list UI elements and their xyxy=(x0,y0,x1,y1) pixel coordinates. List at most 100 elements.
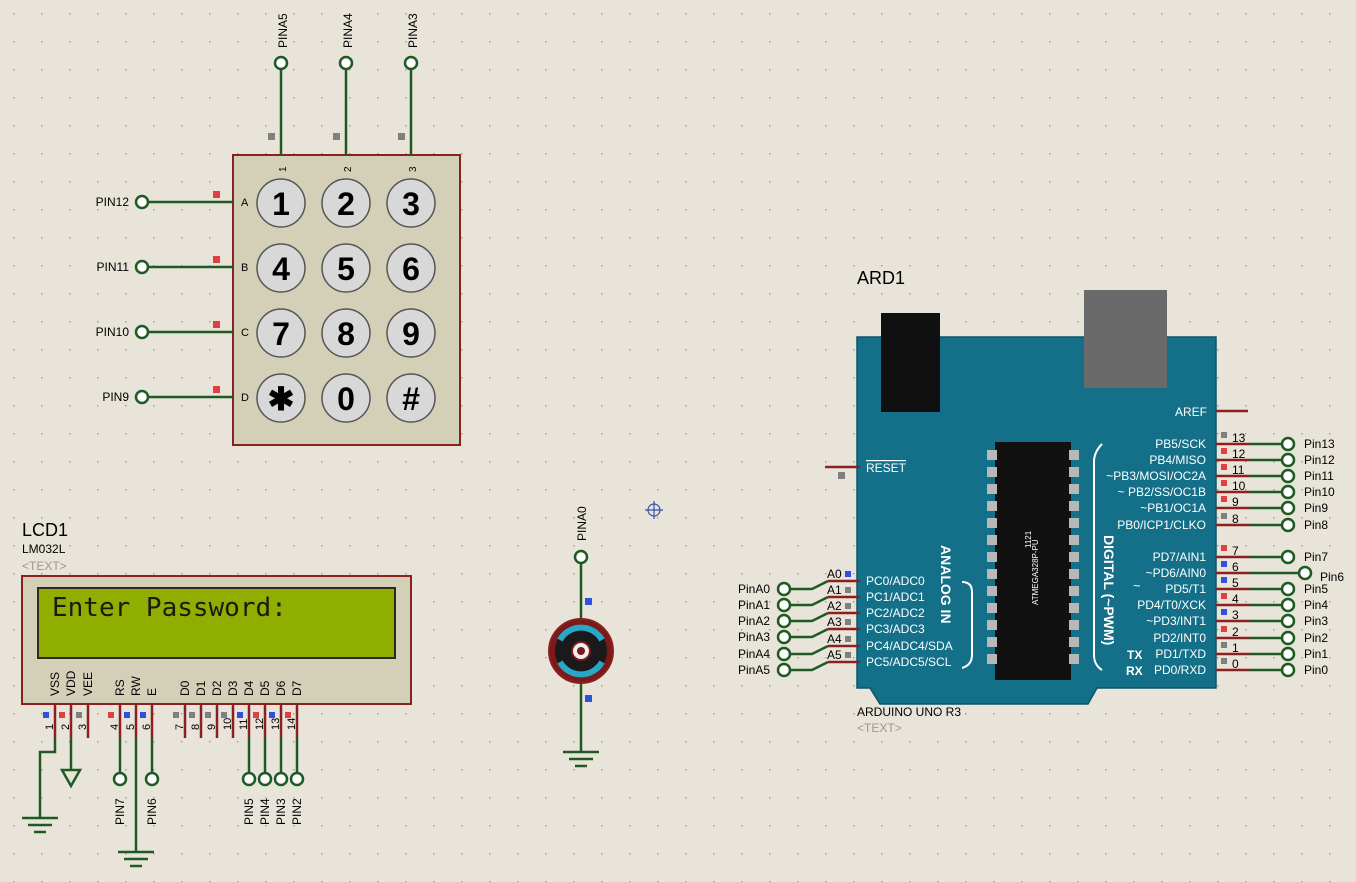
analog-pin-number: A1 xyxy=(827,583,842,597)
rx-label: RX xyxy=(1126,664,1143,678)
lcd-pin-number: 9 xyxy=(206,724,218,730)
terminal-icon[interactable] xyxy=(273,55,289,71)
keypad-key[interactable]: 4 xyxy=(256,243,306,293)
terminal-icon[interactable] xyxy=(1280,517,1296,533)
pin-state-marker xyxy=(1221,642,1227,648)
key-label: 4 xyxy=(272,251,290,287)
pin-state-marker xyxy=(1221,432,1227,438)
terminal-icon[interactable] xyxy=(1280,549,1296,565)
keypad-key[interactable]: 1 xyxy=(256,178,306,228)
terminal-icon[interactable] xyxy=(776,646,792,662)
terminal-icon[interactable] xyxy=(338,55,354,71)
keypad-key[interactable]: 7 xyxy=(256,308,306,358)
arduino-uno[interactable]: ARD1 AREF RESET ATMEGA328P-PU xyxy=(738,268,1344,735)
keypad-key[interactable]: 0 xyxy=(321,373,371,423)
terminal-icon[interactable] xyxy=(273,771,289,787)
terminal-icon[interactable] xyxy=(776,629,792,645)
pin-state-marker xyxy=(285,712,291,718)
pin-state-marker xyxy=(838,472,845,479)
keypad-key[interactable]: 2 xyxy=(321,178,371,228)
terminal-icon[interactable] xyxy=(1280,646,1296,662)
keypad-row-pin[interactable]: PIN10 C xyxy=(96,321,249,340)
keypad-row-pin[interactable]: PIN9 D xyxy=(102,386,249,405)
digital-pin-number: 2 xyxy=(1232,625,1239,639)
keypad-column-pin[interactable]: PINA4 2 xyxy=(333,13,355,172)
digital-pin-number: 6 xyxy=(1232,560,1239,574)
terminal-icon[interactable] xyxy=(1280,662,1296,678)
terminal-icon[interactable] xyxy=(1280,436,1296,452)
terminal-icon[interactable] xyxy=(134,194,150,210)
keypad-key[interactable]: ✱ xyxy=(256,373,306,423)
analog-net-label: PinA0 xyxy=(738,582,770,596)
terminal-icon[interactable] xyxy=(1280,452,1296,468)
terminal-icon[interactable] xyxy=(144,771,160,787)
terminal-icon[interactable] xyxy=(1280,500,1296,516)
terminal-icon[interactable] xyxy=(1280,597,1296,613)
keypad-key[interactable]: 6 xyxy=(386,243,436,293)
terminal-icon[interactable] xyxy=(776,581,792,597)
terminal-icon[interactable] xyxy=(241,771,257,787)
digital-net-label: Pin0 xyxy=(1304,663,1328,677)
analog-in-label: ANALOG IN xyxy=(938,545,954,624)
digital-net-label: Pin12 xyxy=(1304,453,1335,467)
analog-net-label: PinA4 xyxy=(738,647,770,661)
terminal-icon[interactable] xyxy=(134,389,150,405)
keypad-key[interactable]: 5 xyxy=(321,243,371,293)
dc-motor[interactable]: PINA0 xyxy=(548,506,614,768)
keypad-key[interactable]: # xyxy=(386,373,436,423)
keypad-key[interactable]: 8 xyxy=(321,308,371,358)
pin-state-marker xyxy=(213,191,220,198)
keypad[interactable]: PINA5 1 PINA4 2 PINA3 3 PIN12 A xyxy=(96,13,461,446)
terminal-icon[interactable] xyxy=(1280,484,1296,500)
keypad-key[interactable]: 9 xyxy=(386,308,436,358)
keypad-key[interactable]: 3 xyxy=(386,178,436,228)
terminal-icon[interactable] xyxy=(573,549,589,565)
keypad-column-pin[interactable]: PINA5 1 xyxy=(268,13,290,172)
analog-pin-function: PC3/ADC3 xyxy=(866,622,925,636)
keypad-row-pin[interactable]: PIN12 A xyxy=(96,191,249,210)
terminal-icon[interactable] xyxy=(134,324,150,340)
terminal-icon[interactable] xyxy=(776,597,792,613)
lcd-pin-name: E xyxy=(145,688,159,696)
terminal-icon[interactable] xyxy=(403,55,419,71)
terminal-icon[interactable] xyxy=(289,771,305,787)
terminal-icon[interactable] xyxy=(776,613,792,629)
keypad-row-pin[interactable]: PIN11 B xyxy=(97,256,249,275)
keypad-column-pin[interactable]: PINA3 3 xyxy=(398,13,420,172)
terminal-icon[interactable] xyxy=(1297,565,1313,581)
analog-bracket xyxy=(961,581,973,669)
terminal-icon[interactable] xyxy=(257,771,273,787)
digital-pin-number: 7 xyxy=(1232,544,1239,558)
terminal-icon[interactable] xyxy=(1280,630,1296,646)
lcd-display[interactable]: LCD1 LM032L <TEXT> Enter Password: VSS V… xyxy=(21,520,412,868)
terminal-icon[interactable] xyxy=(1280,613,1296,629)
terminal-icon[interactable] xyxy=(776,662,792,678)
pin-state-marker xyxy=(1221,496,1227,502)
terminal-icon[interactable] xyxy=(112,771,128,787)
terminal-icon[interactable] xyxy=(1280,468,1296,484)
terminal-icon[interactable] xyxy=(1280,581,1296,597)
terminal-icon[interactable] xyxy=(134,259,150,275)
analog-pin-number: A5 xyxy=(827,648,842,662)
